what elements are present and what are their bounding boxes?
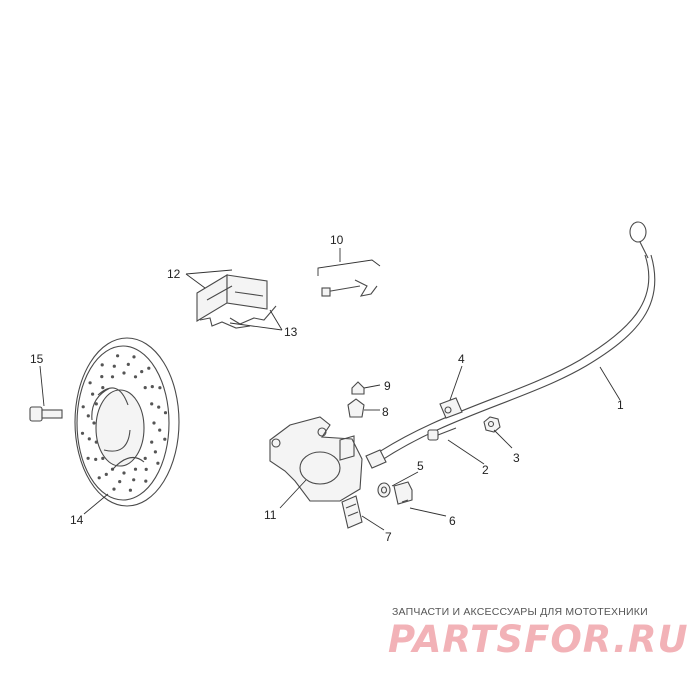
disc-bolt (29, 406, 63, 422)
disc-vent-hole (86, 456, 90, 460)
disc-vent-hole (91, 392, 95, 396)
disc-vent-hole (158, 386, 162, 390)
disc-vent-hole (104, 472, 108, 476)
disc-vent-hole (143, 386, 147, 390)
watermark-logo: PARTSFOR.RU (388, 618, 689, 661)
callout-7: 7 (385, 530, 392, 544)
callout-12: 12 (167, 267, 181, 281)
disc-vent-hole (122, 471, 126, 475)
callout-10: 10 (330, 233, 344, 247)
disc-vent-hole (163, 437, 167, 441)
disc-vent-hole (87, 437, 91, 441)
disc-vent-hole (94, 457, 98, 461)
callout-6: 6 (449, 514, 456, 528)
disc-vent-hole (143, 456, 147, 460)
leader-lines (39, 248, 621, 531)
disc-vent-hole (88, 381, 92, 385)
disc-vent-hole (132, 355, 136, 359)
disc-vent-hole (80, 431, 85, 435)
disc-vent-hole (163, 411, 168, 415)
disc-vent-hole (158, 428, 162, 432)
callout-8: 8 (382, 405, 389, 419)
watermark-tagline: ЗАПЧАСТИ И АКСЕССУАРЫ ДЛЯ МОТОТЕХНИКИ (392, 606, 648, 618)
disc-vent-hole (133, 467, 138, 471)
disc-vent-hole (110, 375, 115, 379)
nut (483, 416, 501, 433)
brake-hose (365, 221, 656, 469)
disc-vent-hole (122, 371, 126, 375)
brake-caliper (269, 416, 363, 502)
disc-vent-hole (101, 456, 105, 460)
disc-vent-hole (128, 488, 132, 492)
disc-vent-hole (153, 450, 157, 454)
callout-1: 1 (617, 398, 624, 412)
brake-pads (196, 274, 277, 329)
callout-9: 9 (384, 379, 391, 393)
disc-vent-hole (112, 364, 116, 368)
disc-vent-hole (140, 370, 144, 374)
callout-13: 13 (284, 325, 298, 339)
callout-11: 11 (264, 508, 277, 522)
bleed-valve (347, 398, 365, 418)
disc-vent-hole (126, 362, 130, 366)
disc-vent-hole (100, 363, 104, 367)
callout-5: 5 (417, 459, 424, 473)
disc-vent-hole (150, 440, 154, 444)
disc-vent-hole (94, 440, 98, 444)
disc-vent-hole (144, 479, 148, 483)
callout-15: 15 (30, 352, 44, 366)
callout-3: 3 (513, 451, 520, 465)
disc-vent-hole (92, 421, 96, 425)
disc-vent-hole (157, 405, 161, 409)
disc-vent-hole (156, 461, 160, 465)
washer (377, 482, 391, 498)
disc-vent-hole (147, 366, 151, 370)
disc-vent-hole (150, 402, 154, 406)
disc-vent-hole (101, 386, 105, 390)
pin-kit (321, 279, 378, 297)
disc-vent-hole (116, 354, 120, 358)
disc-vent-hole (86, 414, 90, 418)
brake-disc (74, 337, 180, 507)
disc-vent-hole (100, 375, 104, 379)
callout-14: 14 (70, 513, 84, 527)
disc-vent-hole (133, 375, 138, 379)
disc-vent-hole (97, 476, 101, 480)
disc-vent-hole (81, 405, 85, 409)
disc-vent-hole (144, 467, 148, 471)
disc-vent-hole (132, 478, 136, 482)
callout-2: 2 (482, 463, 489, 477)
callout-labels: 1 2 3 4 5 6 7 8 9 10 11 12 13 14 15 (30, 233, 624, 544)
disc-vent-hole (150, 385, 154, 389)
disc-vent-hole (94, 402, 98, 406)
disc-vent-hole (112, 487, 116, 491)
disc-vent-hole (118, 480, 122, 484)
pad-spring (341, 495, 363, 529)
callout-4: 4 (458, 352, 465, 366)
screw (427, 427, 457, 441)
banjo-bolt (393, 481, 413, 505)
hose-clamp (439, 397, 463, 419)
disc-vent-hole (152, 421, 156, 425)
bleed-cap (351, 381, 365, 395)
